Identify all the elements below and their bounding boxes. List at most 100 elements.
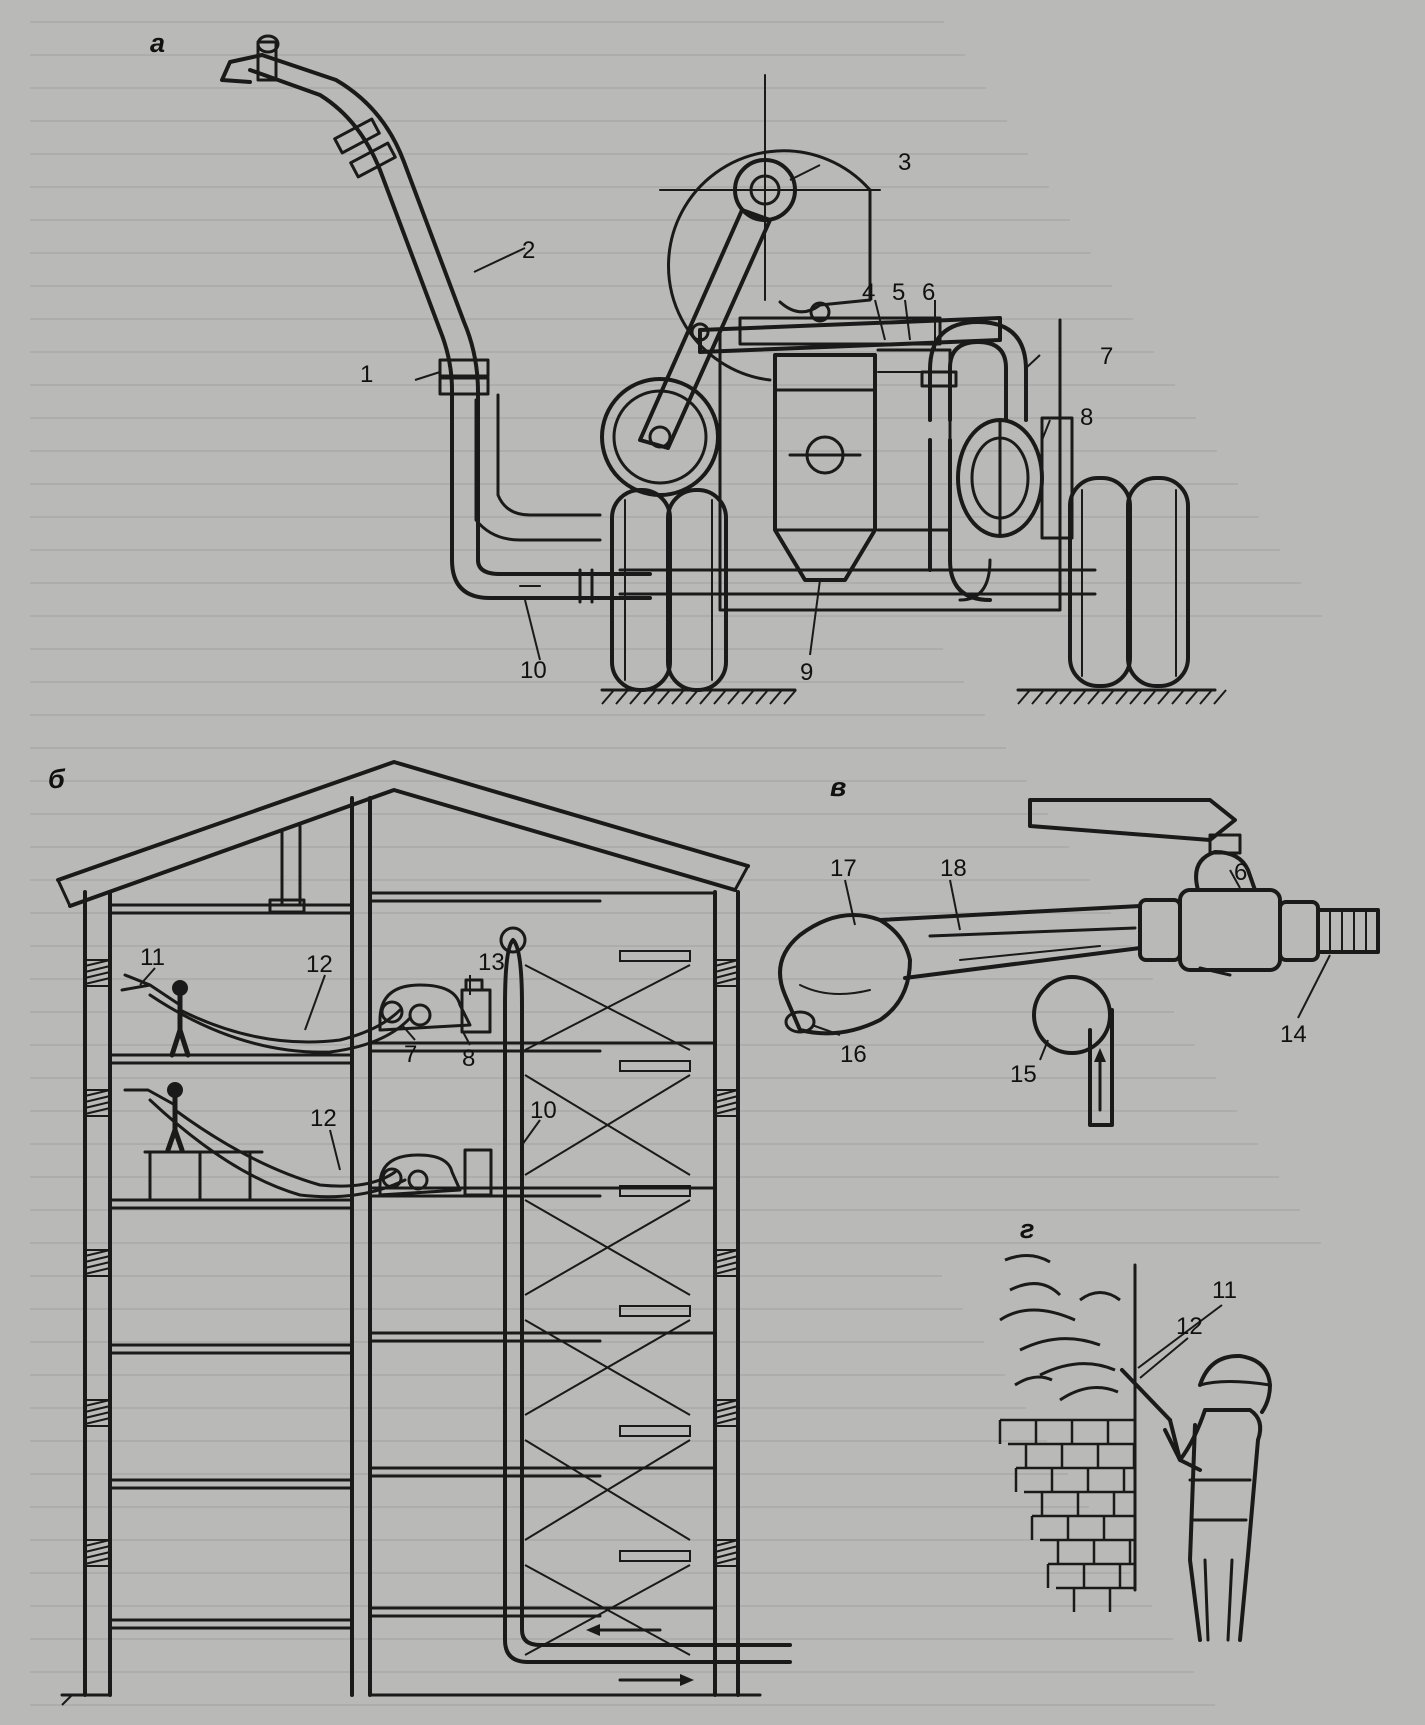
scaffold-ties: [524, 950, 691, 1656]
spray-stroke: [1079, 1291, 1121, 1302]
callout-6v: 6: [1234, 859, 1247, 886]
pump-motor-8: [956, 416, 1074, 602]
tie-bracket: [619, 1060, 691, 1072]
wall-hatch-line: [84, 1417, 111, 1425]
chassis: [618, 301, 1097, 612]
ground-hatch: [713, 689, 727, 705]
wall-hatching: [84, 959, 739, 1567]
hose-2: [248, 53, 602, 562]
callout-2: 2: [522, 237, 535, 264]
spray-stroke: [1014, 1375, 1053, 1387]
callout-4: 4: [862, 279, 875, 306]
hopper-9: [773, 353, 877, 582]
wall-hatch-line: [84, 1249, 111, 1257]
valve-6: [1028, 798, 1320, 977]
spray-stroke: [1039, 1362, 1116, 1377]
callout-12b: 12: [310, 1105, 337, 1132]
callout-9: 9: [800, 659, 813, 686]
wall-hatch-line: [714, 1095, 739, 1103]
ground-hatch: [1073, 689, 1087, 705]
callout-6: 6: [922, 279, 935, 306]
spray-stroke: [1019, 1337, 1101, 1352]
wall-hatch-line: [714, 1405, 739, 1413]
callouts-g: 11 12: [1176, 1277, 1237, 1340]
wall-hatch-line: [84, 959, 111, 967]
panel-label-b: б: [48, 764, 66, 794]
ground-hatch: [783, 689, 797, 705]
wall-hatch-line: [714, 1107, 739, 1115]
ground-hatch: [1157, 689, 1171, 705]
spray-stroke: [999, 1308, 1076, 1322]
wall-hatch-line: [84, 1261, 111, 1269]
leaders-g: [1137, 1304, 1223, 1379]
ground-hatch: [1087, 689, 1101, 705]
wall-hatch-line: [84, 1089, 111, 1097]
wall-hatch-line: [84, 971, 111, 979]
ground-hatch: [629, 689, 643, 705]
ground-hatch: [1017, 689, 1031, 705]
wall-hatch-line: [714, 1089, 739, 1097]
wall-hatch-line: [84, 1107, 111, 1115]
wall-hatch-line: [714, 1249, 739, 1257]
ground-hatch: [1031, 689, 1045, 705]
panel-b-building-section: [56, 760, 792, 1706]
wall-hatch-line: [84, 1101, 111, 1109]
ground-hatch: [1199, 689, 1213, 705]
nozzle: [220, 34, 280, 84]
callout-8: 8: [1080, 404, 1093, 431]
pump-upper: [378, 978, 492, 1034]
pipe-10: [450, 558, 652, 604]
spray-stroke: [1009, 1282, 1062, 1297]
fitting-14: [1316, 908, 1380, 954]
tie-diagonal: [524, 1319, 691, 1416]
callout-11g: 11: [1212, 1277, 1237, 1304]
panel-label-a: а: [150, 28, 165, 58]
wall-hatch-line: [84, 1545, 111, 1553]
spray-stroke: [1004, 1254, 1051, 1264]
ground-hatch: [727, 689, 741, 705]
callout-17: 17: [830, 855, 857, 882]
wall-hatch-line: [714, 1411, 739, 1419]
callout-10: 10: [520, 657, 547, 684]
wall-hatch-line: [714, 1417, 739, 1425]
ground-hatch: [685, 689, 699, 705]
callout-10b: 10: [530, 1097, 557, 1124]
panel-letters: а б в г: [48, 28, 1034, 1244]
tie-diagonal: [524, 1199, 691, 1296]
tie-diagonal: [524, 1074, 691, 1176]
wall-hatch-line: [84, 1267, 111, 1275]
ground-hatch: [699, 689, 713, 705]
hose-12-upper: [148, 993, 412, 1054]
wall-hatch-line: [714, 1399, 739, 1407]
ground-hatch: [1171, 689, 1185, 705]
callout-8b: 8: [462, 1045, 475, 1072]
callout-15: 15: [1010, 1061, 1037, 1088]
hose-12-lower: [148, 1098, 407, 1199]
callouts-b: 11 12 13 7 8 12 10: [140, 944, 557, 1132]
ground-hatch: [657, 689, 671, 705]
ground-hatch: [1101, 689, 1115, 705]
nozzle-head-17: [778, 913, 912, 1036]
worker-spraying: [1163, 1353, 1272, 1642]
ground-hatch: [1115, 689, 1129, 705]
wall-hatch-line: [714, 1101, 739, 1109]
wall-hatch-line: [84, 965, 111, 973]
wall-hatch-line: [714, 971, 739, 979]
callout-13: 13: [478, 949, 505, 976]
wall-hatch-line: [714, 1255, 739, 1263]
leaders-a: [414, 164, 1051, 661]
callout-3: 3: [898, 149, 911, 176]
wall-hatch-line: [714, 977, 739, 985]
wall-hatch-line: [714, 965, 739, 973]
ground-hatch: [1213, 689, 1227, 705]
wall-hatch-line: [84, 1551, 111, 1559]
panel-a-plastering-unit: [220, 34, 1227, 705]
tie-bracket: [619, 1305, 691, 1317]
tie-bracket: [619, 950, 691, 962]
wall-hatch-line: [84, 1557, 111, 1565]
wall-hatch-line: [84, 1405, 111, 1413]
callout-18: 18: [940, 855, 967, 882]
callouts-v: 17 18 6 14 15 16: [830, 855, 1307, 1088]
ground-hatch: [769, 689, 783, 705]
tie-diagonal: [524, 1439, 691, 1541]
